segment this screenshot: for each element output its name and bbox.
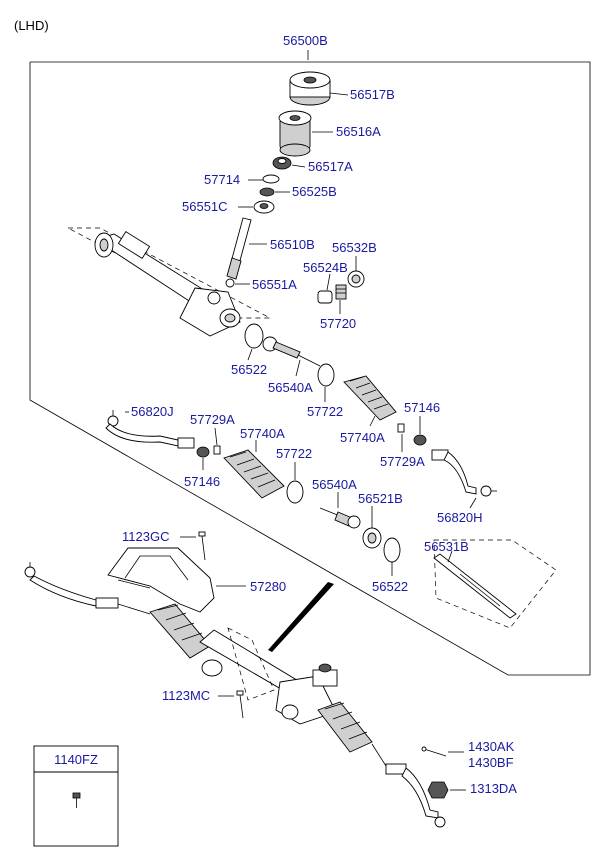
assembly-pointer <box>268 582 334 652</box>
rack-housing[interactable] <box>67 227 271 337</box>
label-56522-upper[interactable]: 56522 <box>231 362 267 377</box>
label-57280[interactable]: 57280 <box>250 579 286 594</box>
label-57729A-left[interactable]: 57729A <box>190 412 235 427</box>
heat-protector-57280[interactable] <box>107 547 215 613</box>
oring-56522-lower[interactable] <box>383 537 401 563</box>
label-1313DA[interactable]: 1313DA <box>470 781 517 796</box>
yoke-56532B[interactable] <box>347 270 365 288</box>
clamp-57722-upper[interactable] <box>317 363 335 387</box>
nut-57146-left[interactable] <box>196 446 210 458</box>
seal-56525B[interactable] <box>259 187 275 197</box>
bellows-57740A-upper[interactable] <box>343 375 397 421</box>
label-1430BF[interactable]: 1430BF <box>468 755 514 770</box>
label-56540A-upper[interactable]: 56540A <box>268 380 313 395</box>
label-57720[interactable]: 57720 <box>320 316 356 331</box>
spring-57720[interactable] <box>335 284 347 300</box>
label-56517B[interactable]: 56517B <box>350 87 395 102</box>
pin-57729A-right[interactable] <box>397 423 405 433</box>
label-56551A[interactable]: 56551A <box>252 277 297 292</box>
label-57714[interactable]: 57714 <box>204 172 240 187</box>
label-57740A-lower[interactable]: 57740A <box>240 426 285 441</box>
yoke-spring-56516A[interactable] <box>278 110 312 157</box>
inner-tierod-56540A-upper[interactable] <box>262 336 321 367</box>
bolt-1123GC[interactable] <box>198 531 206 561</box>
assembly-number-label[interactable]: 56500B <box>283 33 328 48</box>
label-56820J[interactable]: 56820J <box>131 404 174 419</box>
gear-mount-dashed <box>227 627 275 701</box>
label-56525B[interactable]: 56525B <box>292 184 337 199</box>
oring-56522-upper[interactable] <box>244 323 264 349</box>
label-56531B[interactable]: 56531B <box>424 539 469 554</box>
bolt-1140FZ-icon <box>72 792 81 808</box>
clamp-57722-lower[interactable] <box>286 480 304 504</box>
legend-box-title: 1140FZ <box>54 752 98 767</box>
bolt-1123MC[interactable] <box>236 690 244 719</box>
label-56521B[interactable]: 56521B <box>358 491 403 506</box>
label-56516A[interactable]: 56516A <box>336 124 381 139</box>
label-56532B[interactable]: 56532B <box>332 240 377 255</box>
ring-57714[interactable] <box>262 174 280 184</box>
tierod-end-56820J[interactable] <box>105 410 195 449</box>
label-56551C[interactable]: 56551C <box>182 199 228 214</box>
label-1430AK[interactable]: 1430AK <box>468 739 515 754</box>
pinion-56510B[interactable] <box>226 217 252 280</box>
label-57740A-upper[interactable]: 57740A <box>340 430 385 445</box>
nut-1313DA[interactable] <box>427 781 449 799</box>
pin-1430AK[interactable] <box>421 746 447 757</box>
inner-tierod-56540A-lower[interactable] <box>319 507 361 529</box>
label-56510B[interactable]: 56510B <box>270 237 315 252</box>
yoke-56521B[interactable] <box>362 527 382 549</box>
label-1123GC[interactable]: 1123GC <box>122 529 169 544</box>
bellows-57740A-lower[interactable] <box>223 449 285 499</box>
label-57729A-right[interactable]: 57729A <box>380 454 425 469</box>
assembly-outline <box>29 61 591 676</box>
pin-57729A-left[interactable] <box>213 445 221 455</box>
seal-56551C[interactable] <box>253 200 275 214</box>
label-56517A[interactable]: 56517A <box>308 159 353 174</box>
nut-56517A[interactable] <box>272 156 292 170</box>
label-57146-left[interactable]: 57146 <box>184 474 220 489</box>
label-57146-right[interactable]: 57146 <box>404 400 440 415</box>
yoke-plug-56517B[interactable] <box>289 71 331 106</box>
tierod-end-56820H[interactable] <box>431 449 497 497</box>
variant-label: (LHD) <box>14 18 49 33</box>
label-56820H[interactable]: 56820H <box>437 510 483 525</box>
rack-56531B[interactable] <box>433 539 557 629</box>
label-57722-lower[interactable]: 57722 <box>276 446 312 461</box>
yoke-56524B[interactable] <box>317 290 333 304</box>
label-57722-upper[interactable]: 57722 <box>307 404 343 419</box>
label-56522-lower[interactable]: 56522 <box>372 579 408 594</box>
legend-box-1140FZ[interactable]: 1140FZ <box>33 745 119 847</box>
label-56540A-lower[interactable]: 56540A <box>312 477 357 492</box>
assembled-steering-gear[interactable] <box>24 562 446 828</box>
nut-57146-right[interactable] <box>413 434 427 446</box>
label-1123MC[interactable]: 1123MC <box>162 688 210 703</box>
seal-56551A[interactable] <box>225 278 235 288</box>
label-56524B[interactable]: 56524B <box>303 260 348 275</box>
